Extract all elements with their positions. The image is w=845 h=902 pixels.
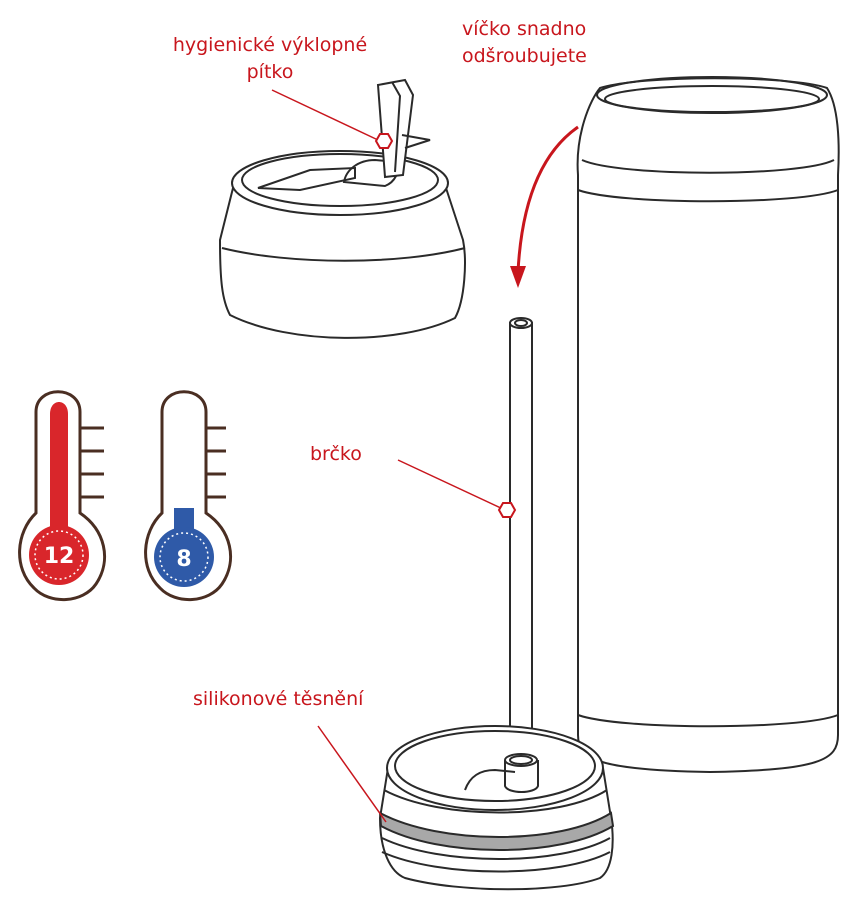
leader-line-tube [397,459,504,510]
callout-lid-line2: odšroubujete [462,45,587,67]
callout-flip-straw: hygienické výklopné pítko [150,32,390,86]
marker-tube [497,502,517,518]
thermometer-hot-value: 12 [44,544,75,569]
marker-straw [374,133,394,149]
can-body [576,76,840,774]
thermometer-hot: 12 [18,390,106,602]
straw-tube [509,317,533,776]
callout-tube: brčko [310,443,362,465]
callout-flip-straw-line1: hygienické výklopné [172,34,368,56]
flip-cap [218,78,466,339]
bottom-cap [378,725,615,891]
leader-line-seal [317,725,387,823]
thermometer-cold-value: 8 [176,547,191,572]
thermometer-cold: 8 [144,390,232,602]
callout-lid: víčko snadno odšroubujete [462,16,587,70]
callout-flip-straw-line2: pítko [246,61,294,83]
unscrew-arrow [510,125,579,288]
callout-lid-line1: víčko snadno [462,18,587,40]
leader-line-straw [271,89,379,141]
callout-seal: silikonové těsnění [193,688,364,710]
callout-leaders [271,89,517,823]
